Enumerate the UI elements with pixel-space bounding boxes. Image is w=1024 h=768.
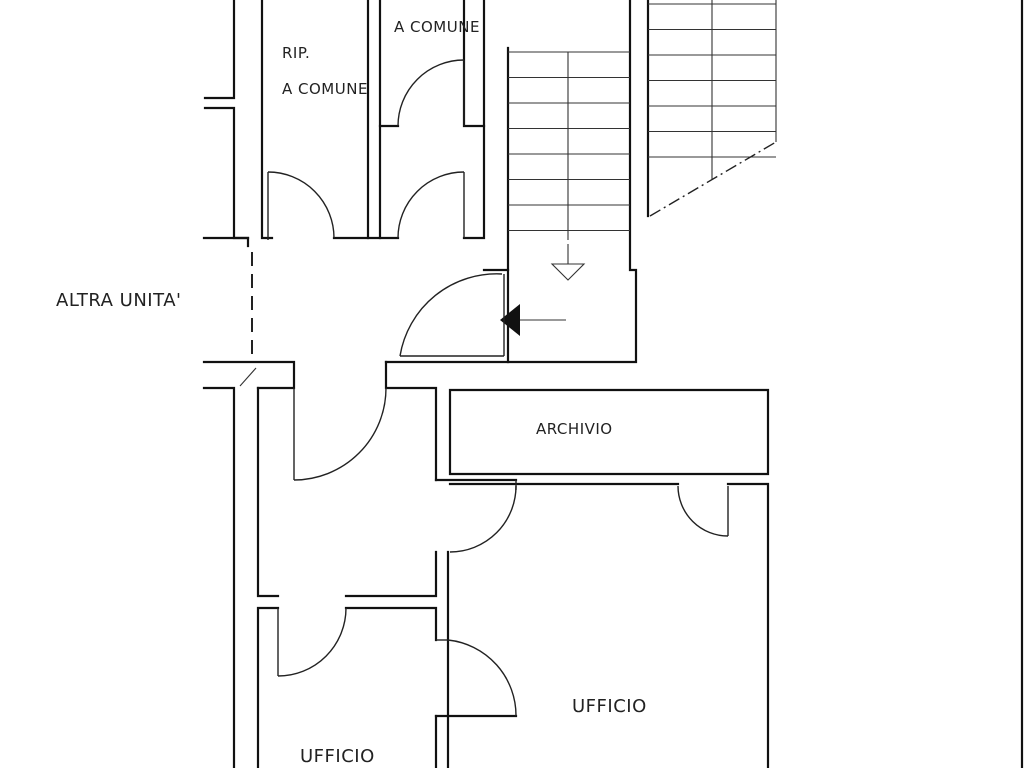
label-a-comune-left: A COMUNE (282, 80, 368, 98)
doors (267, 59, 729, 717)
stair-cut-line (649, 141, 777, 217)
label-archivio: ARCHIVIO (536, 420, 613, 438)
stair-treads-right (648, 0, 776, 180)
stair-treads-left (508, 51, 630, 240)
label-a-comune-top: A COMUNE (394, 18, 480, 36)
upper-left-walls (202, 0, 274, 248)
entrance-arrow (500, 304, 566, 336)
stair-down-arrow (550, 244, 586, 281)
corridor-walls (202, 360, 510, 768)
stair-walls (482, 0, 650, 364)
office-divider-walls (256, 550, 518, 768)
label-ufficio-right: UFFICIO (572, 696, 647, 717)
label-altra-unita: ALTRA UNITA' (56, 290, 181, 311)
label-ufficio-left: UFFICIO (300, 746, 375, 767)
label-rip: RIP. (282, 44, 310, 62)
archivio-room-walls (434, 388, 770, 768)
rip-room-walls (332, 0, 382, 240)
